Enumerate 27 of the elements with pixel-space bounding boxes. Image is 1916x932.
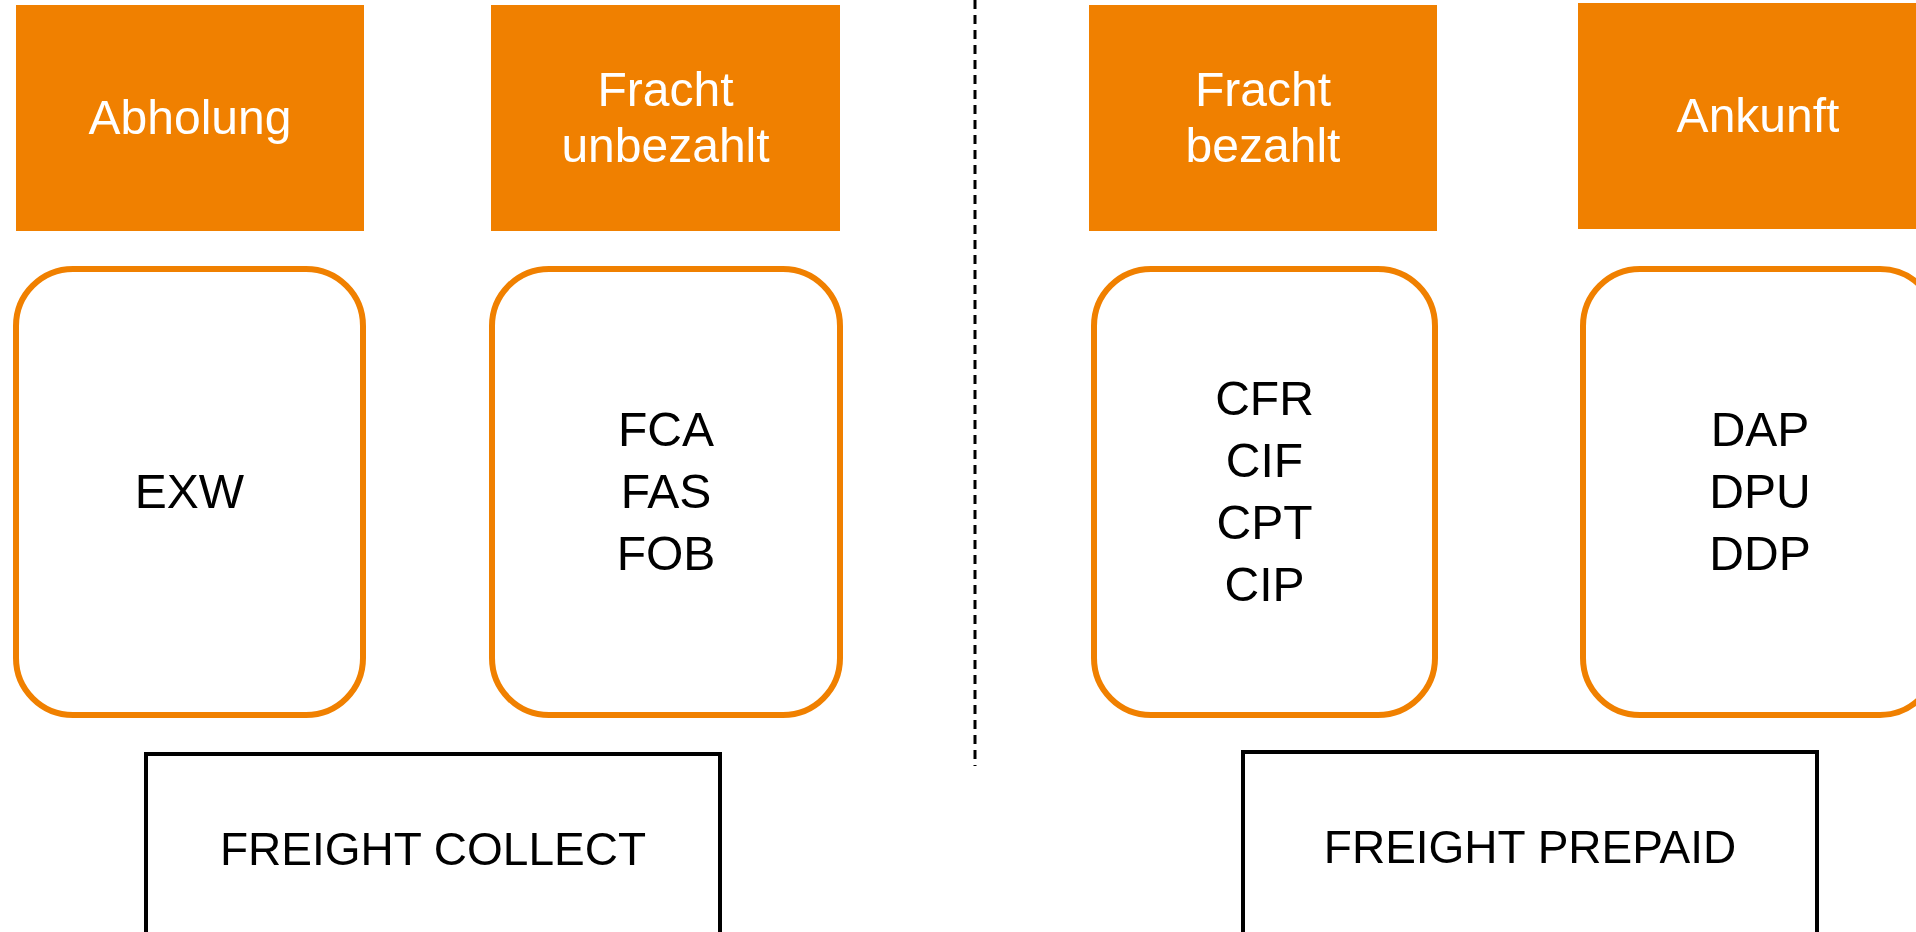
freight-term-label: FREIGHT PREPAID [1323, 820, 1737, 875]
incoterm-code: CFR [1215, 371, 1314, 427]
category-header-box [16, 5, 364, 231]
incoterm-code: DPU [1709, 464, 1811, 520]
incoterms-group-box [13, 266, 366, 718]
category-header-box [491, 5, 840, 231]
category-header-box [1089, 5, 1437, 231]
incoterms-group-box [1091, 266, 1438, 718]
category-label: Fracht unbezahlt [560, 62, 771, 174]
category-label: Fracht bezahlt [1184, 62, 1342, 174]
incoterm-code: CPT [1216, 495, 1313, 551]
category-header-box [1578, 3, 1916, 229]
incoterms-group-box [489, 266, 843, 718]
freight-term-box [144, 752, 722, 932]
incoterm-code: FOB [616, 526, 716, 582]
incoterm-code: DAP [1710, 402, 1810, 458]
incoterm-code: CIP [1224, 557, 1305, 613]
incoterm-code: EXW [134, 464, 245, 520]
incoterm-code: CIF [1225, 433, 1304, 489]
freight-term-box [1241, 750, 1819, 932]
freight-term-label: FREIGHT COLLECT [220, 822, 646, 877]
category-label: Abholung [88, 90, 292, 146]
incoterm-code: FAS [620, 464, 712, 520]
incoterm-code: DDP [1709, 526, 1811, 582]
category-label: Ankunft [1676, 88, 1840, 144]
incoterms-group-box [1580, 266, 1916, 718]
incoterm-code: FCA [618, 402, 714, 458]
